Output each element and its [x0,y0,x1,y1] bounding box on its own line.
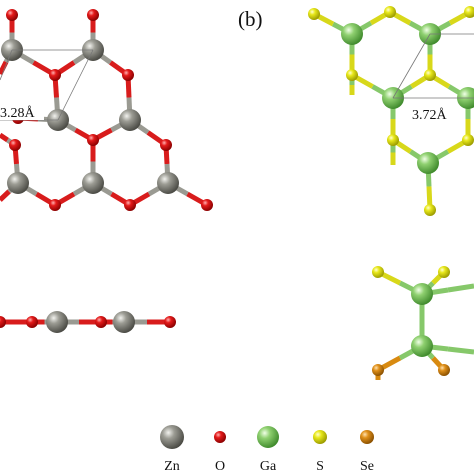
bond [0,132,9,143]
legend-oxygen-atom [214,431,226,443]
zinc-atom [82,172,104,194]
gallium-atom [417,152,439,174]
legend-oxygen-label: O [215,459,225,474]
oxygen-atom [49,69,61,81]
zno-measurement-bg [0,102,44,120]
oxygen-atom [6,9,18,21]
oxygen-atom [9,139,21,151]
zinc-atom [46,311,68,333]
element-legend: Zn O Ga S Se [160,425,374,474]
zinc-atom [119,109,141,131]
oxygen-atom [26,316,38,328]
selenium-atom [438,364,450,376]
oxygen-atom [87,9,99,21]
zno-lattice-measurement: 3.28Å [0,105,36,121]
legend-selenium-atom [360,430,374,444]
oxygen-atom [160,139,172,151]
gas-unit-cell [392,33,474,99]
gas-side-view [372,266,474,380]
gas-measurement-bg [410,104,456,122]
legend-gallium-atom [257,426,279,448]
oxygen-atom [95,316,107,328]
oxygen-atom [0,316,6,328]
oxygen-atom [49,199,61,211]
legend-sulfur-atom [313,430,327,444]
bond [447,346,474,355]
legend-selenium-label: Se [360,459,374,474]
zinc-atom [113,311,135,333]
oxygen-atom [122,69,134,81]
selenium-atom [372,364,384,376]
legend-zinc-atom [160,425,184,449]
sulfur-atom [424,69,436,81]
sulfur-atom [372,266,384,278]
oxygen-atom [164,316,176,328]
legend-sulfur-label: S [316,459,324,474]
gallium-atom [411,335,433,357]
sulfur-atom [438,266,450,278]
panel-b-label: (b) [238,7,263,31]
oxygen-atom [87,134,99,146]
gas-lattice-measurement: 3.72Å [412,107,448,123]
oxygen-atom [201,199,213,211]
gas-top-view [308,6,474,216]
sulfur-atom [387,134,399,146]
sulfur-atom [462,134,474,146]
sulfur-atom [308,8,320,20]
legend-gallium-label: Ga [260,459,277,474]
sulfur-atom [384,6,396,18]
legend-zinc-label: Zn [164,459,180,474]
sulfur-atom [424,204,436,216]
sulfur-atom [346,69,358,81]
oxygen-atom [124,199,136,211]
zinc-atom [157,172,179,194]
gallium-atom [341,23,363,45]
bond [447,283,474,293]
bond [0,189,11,202]
gallium-atom [411,283,433,305]
zinc-atom [7,172,29,194]
bond [0,60,9,76]
sulfur-atom [464,6,474,18]
zno-side-view [0,311,176,333]
